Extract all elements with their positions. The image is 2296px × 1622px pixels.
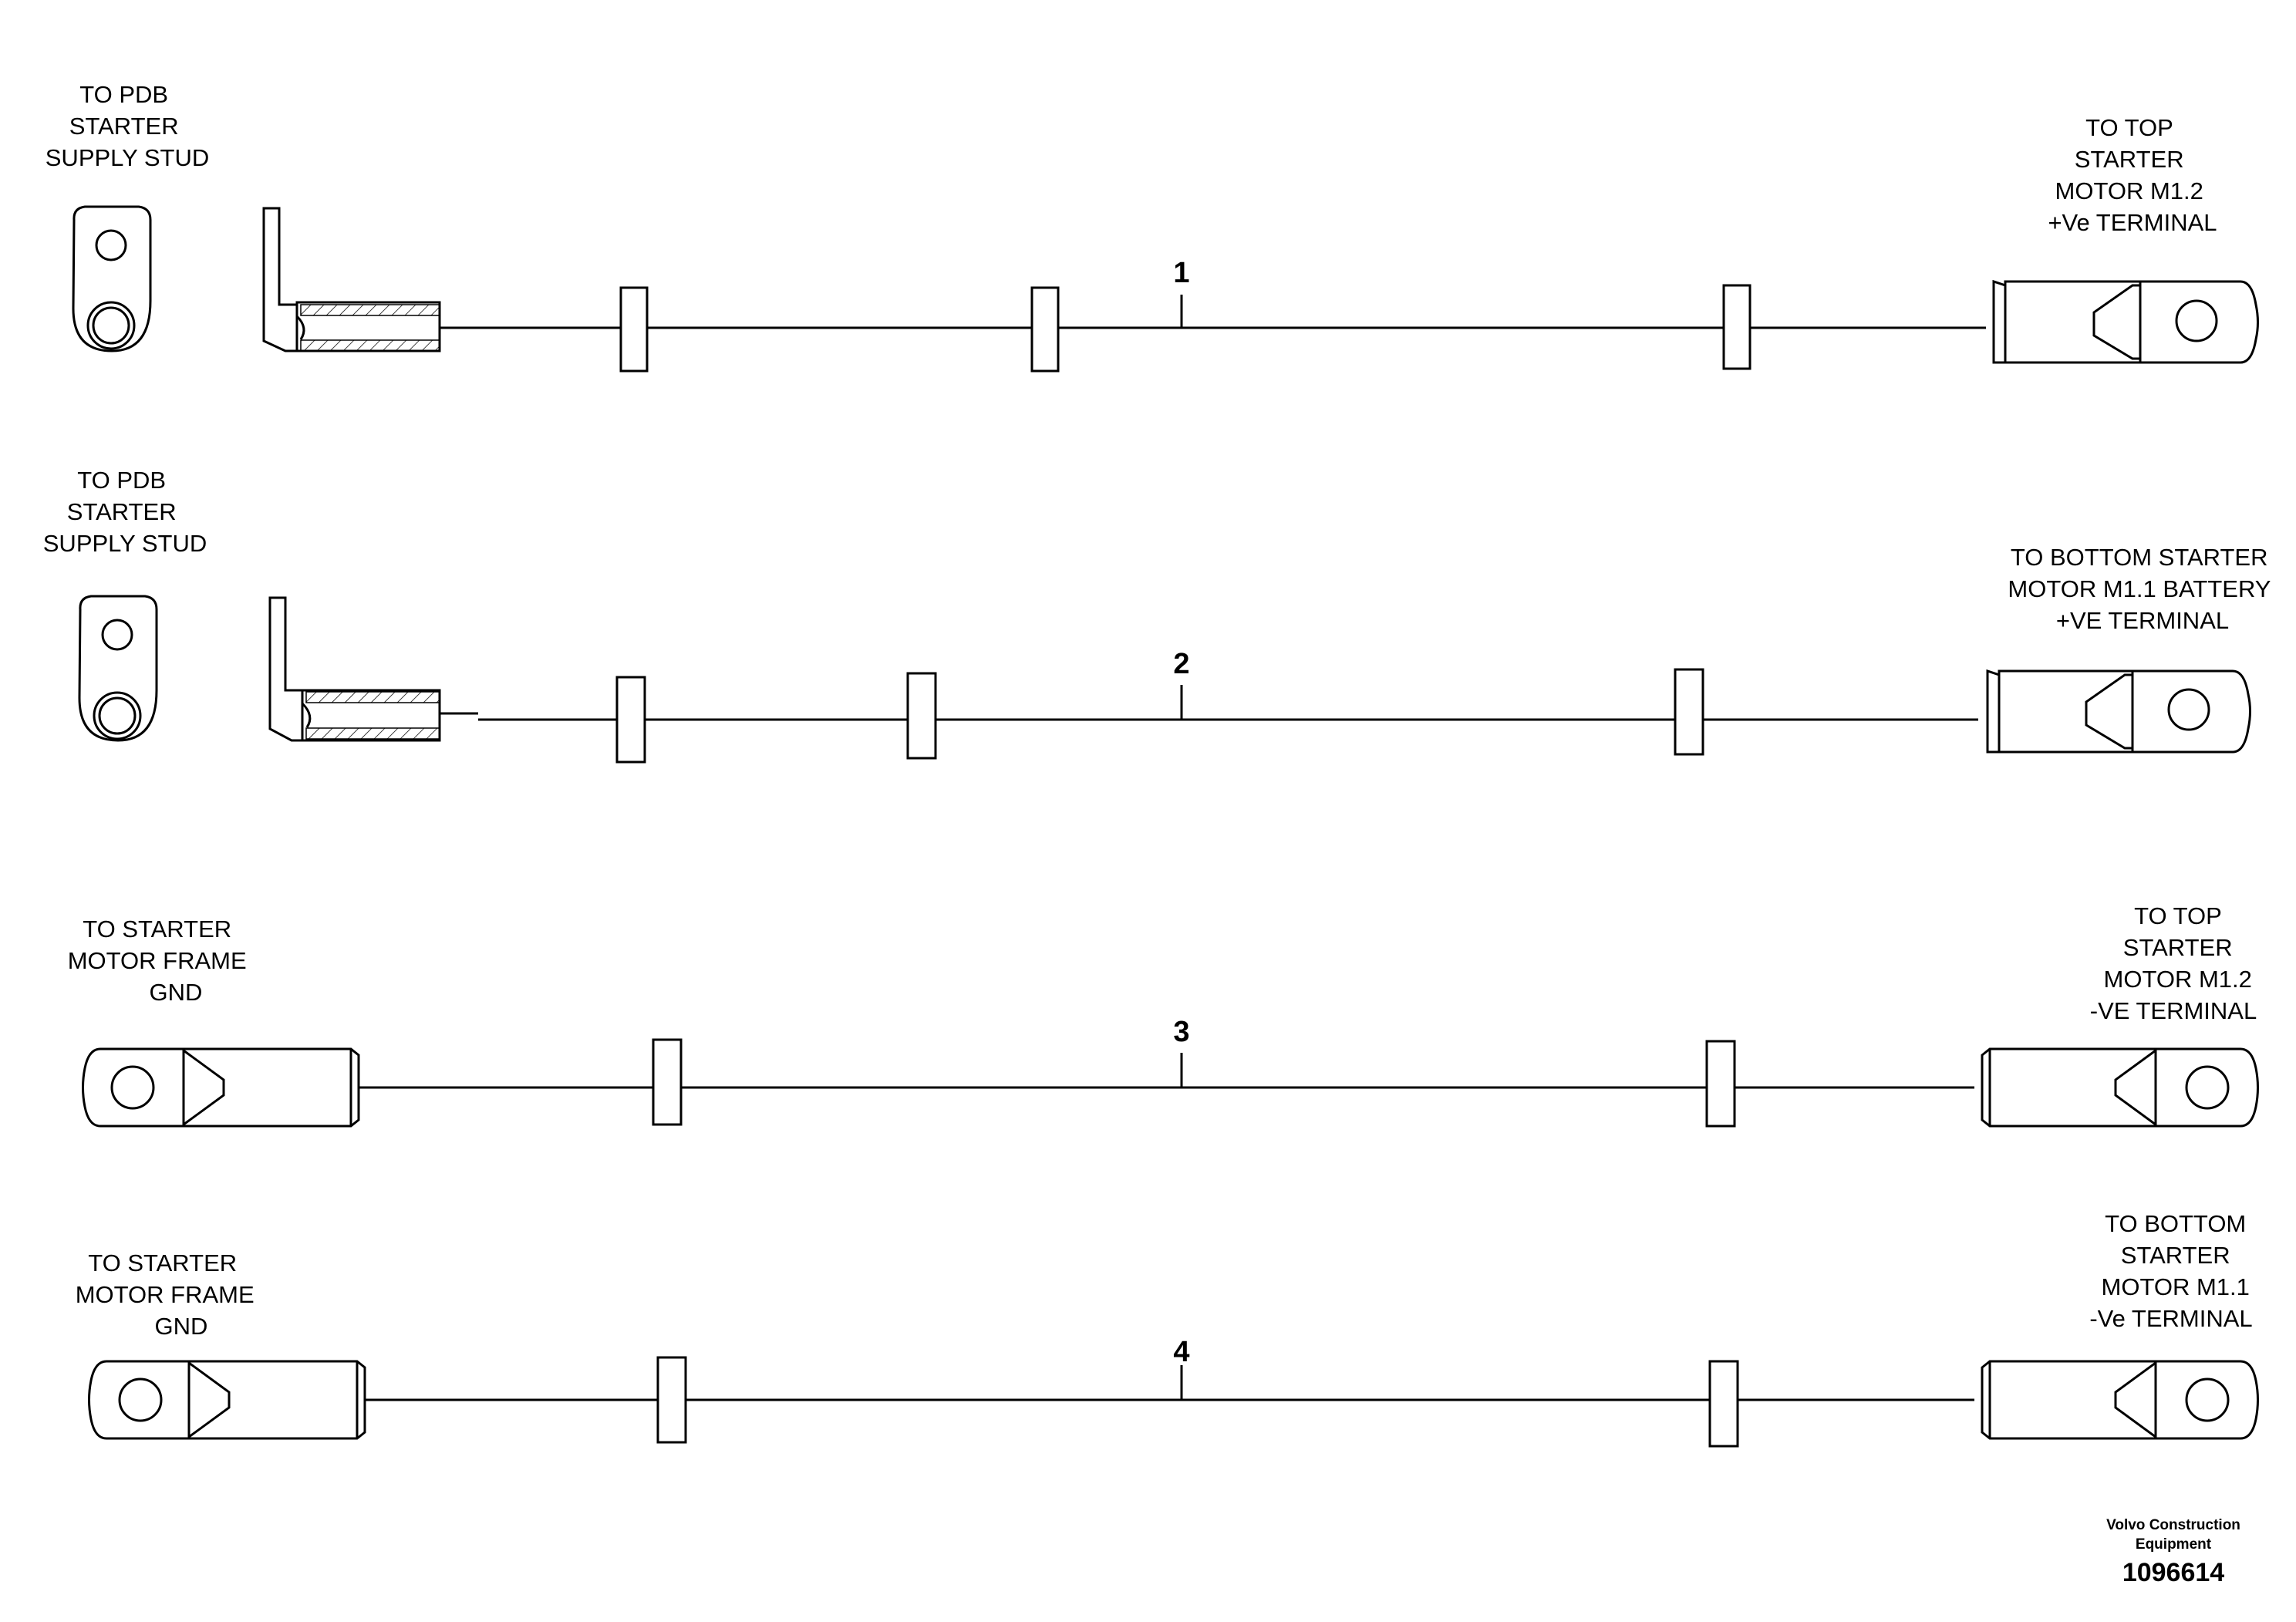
cable-marker-sleeve	[906, 672, 937, 760]
ring-terminal-icon	[1981, 1047, 2259, 1128]
stud-lug-icon	[72, 205, 152, 352]
cable-4: TO STARTER MOTOR FRAME GND TO BOTTOM STA…	[76, 1210, 2259, 1448]
ring-terminal-icon	[1981, 1360, 2259, 1440]
cable-marker-sleeve	[656, 1356, 687, 1444]
cable-1: TO PDB STARTER SUPPLY STUD TO TOP STARTE…	[46, 81, 2259, 373]
cable-marker-sleeve	[1705, 1040, 1736, 1128]
angled-lug-icon	[268, 596, 478, 742]
cable-3-number: 3	[1173, 1016, 1189, 1048]
cable-1-left-label: TO PDB STARTER SUPPLY STUD	[46, 81, 209, 171]
cable-4-left-label: TO STARTER MOTOR FRAME GND	[76, 1249, 261, 1340]
cable-4-number: 4	[1173, 1336, 1189, 1368]
cable-marker-sleeve	[1030, 286, 1060, 373]
brand-line-1: Volvo Construction	[2106, 1517, 2240, 1533]
cable-1-right-label: TO TOP STARTER MOTOR M1.2 +Ve TERMINAL	[2048, 114, 2217, 236]
cable-marker-sleeve	[1674, 668, 1704, 756]
ring-terminal-icon	[1992, 279, 2259, 364]
cable-marker-sleeve	[615, 676, 646, 764]
cable-3: TO STARTER MOTOR FRAME GND TO TOP STARTE…	[68, 902, 2259, 1128]
cable-marker-sleeve	[1708, 1360, 1739, 1448]
cable-2: TO PDB STARTER SUPPLY STUD TO BOTTOM STA…	[43, 467, 2277, 764]
cable-marker-sleeve	[1722, 284, 1752, 370]
ring-terminal-icon	[88, 1360, 366, 1440]
cable-marker-sleeve	[652, 1038, 683, 1126]
ring-terminal-icon	[82, 1047, 360, 1128]
stud-lug-icon	[78, 595, 158, 742]
cable-3-left-label: TO STARTER MOTOR FRAME GND	[68, 916, 254, 1006]
cable-2-right-label: TO BOTTOM STARTER MOTOR M1.1 BATTERY +VE…	[2008, 544, 2277, 634]
cable-marker-sleeve	[619, 286, 649, 373]
cable-3-right-label: TO TOP STARTER MOTOR M1.2 -VE TERMINAL	[2090, 902, 2259, 1024]
cable-2-left-label: TO PDB STARTER SUPPLY STUD	[43, 467, 207, 557]
cable-2-number: 2	[1173, 648, 1189, 680]
angled-lug-icon	[262, 207, 441, 352]
cable-4-right-label: TO BOTTOM STARTER MOTOR M1.1 -Ve TERMINA…	[2089, 1210, 2256, 1332]
footer-block: Volvo Construction Equipment 1096614	[2106, 1517, 2240, 1587]
drawing-number: 1096614	[2122, 1558, 2224, 1587]
brand-line-2: Equipment	[2136, 1536, 2212, 1553]
cable-1-number: 1	[1173, 257, 1189, 289]
ring-terminal-icon	[1986, 669, 2251, 754]
